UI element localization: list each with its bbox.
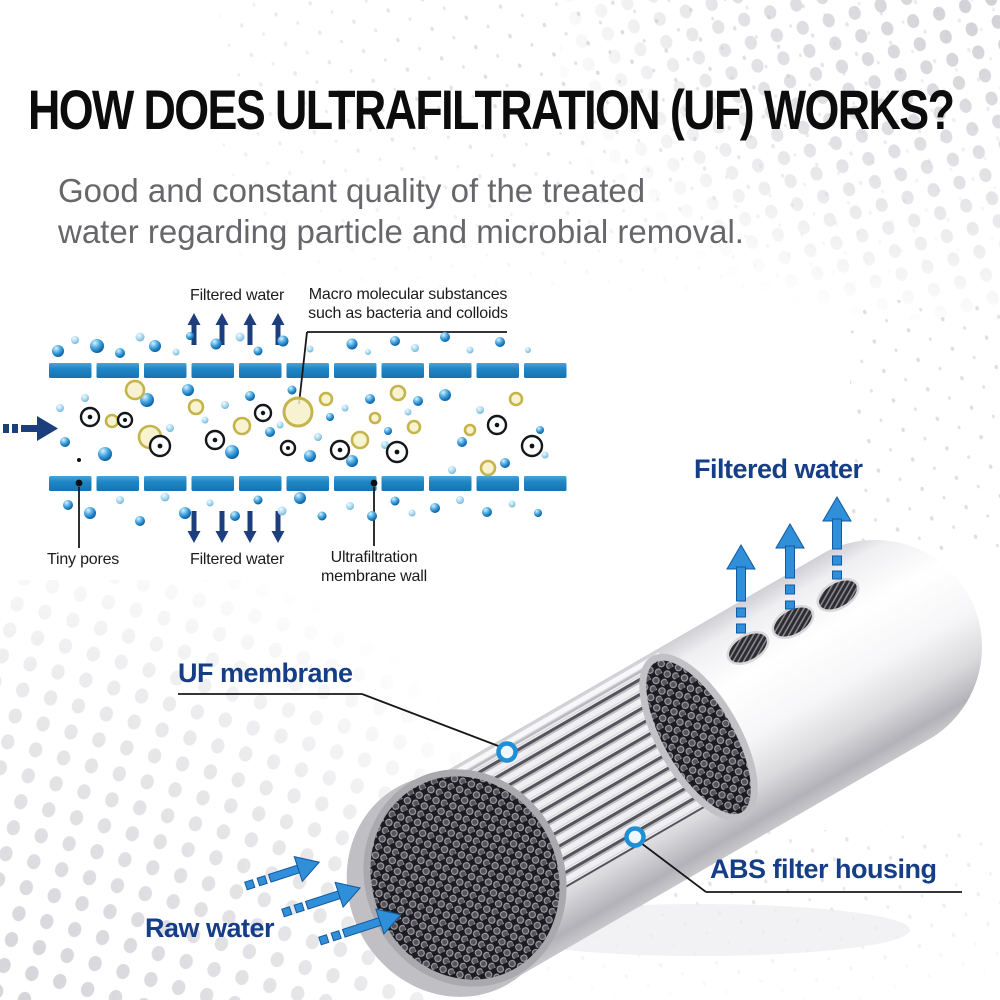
membrane-cross-section-far — [639, 653, 758, 822]
cartridge-filtered-water-label: Filtered water — [694, 454, 863, 484]
uf-membrane-label: UF membrane — [178, 658, 353, 688]
macro-substances-line-2: such as bacteria and colloids — [308, 305, 508, 322]
ultrafiltration-membrane-wall-label: Ultrafiltration membrane wall — [304, 548, 444, 586]
filtered-water-up-arrows-icon — [187, 313, 285, 345]
membrane-wall-marker-dot — [370, 479, 378, 487]
feed-inlet-arrow-icon — [3, 416, 58, 441]
membrane-wall-top-row — [49, 363, 567, 378]
water-particles — [52, 332, 549, 526]
uf-membrane-marker — [496, 741, 518, 763]
tiny-pores-label: Tiny pores — [47, 551, 120, 568]
membrane-wall-line-2: membrane wall — [321, 568, 427, 585]
abs-filter-housing-label: ABS filter housing — [710, 854, 937, 884]
filtered-water-down-arrows-icon — [187, 511, 285, 543]
filtered-water-bottom-label: Filtered water — [190, 551, 285, 568]
raw-water-label: Raw water — [145, 913, 275, 943]
page-title: HOW DOES ULTRAFILTRATION (UF) WORKS? — [28, 78, 955, 141]
membrane-wall-line-1: Ultrafiltration — [330, 549, 418, 566]
callout-leader-lines — [178, 693, 962, 893]
outlet-holes — [726, 578, 860, 665]
macro-substances-label: Macro molecular substances such as bacte… — [308, 285, 508, 323]
raw-water-arrows-icon — [244, 855, 402, 946]
membrane-schematic — [3, 313, 567, 548]
filtered-water-arrows-icon — [726, 496, 852, 634]
subtitle-line-2: water regarding particle and microbial r… — [58, 213, 744, 250]
filtered-water-top-label: Filtered water — [190, 287, 285, 304]
macro-particle-callout-target — [282, 396, 314, 428]
macro-substances-line-1: Macro molecular substances — [308, 286, 508, 303]
subtitle: Good and constant quality of the treated… — [58, 170, 744, 252]
abs-housing-marker — [624, 826, 646, 848]
filter-cartridge-illustration — [178, 496, 983, 997]
membrane-wall-bottom-row — [49, 476, 567, 491]
subtitle-line-1: Good and constant quality of the treated — [58, 172, 646, 209]
tiny-pores-marker-dot — [75, 479, 83, 487]
